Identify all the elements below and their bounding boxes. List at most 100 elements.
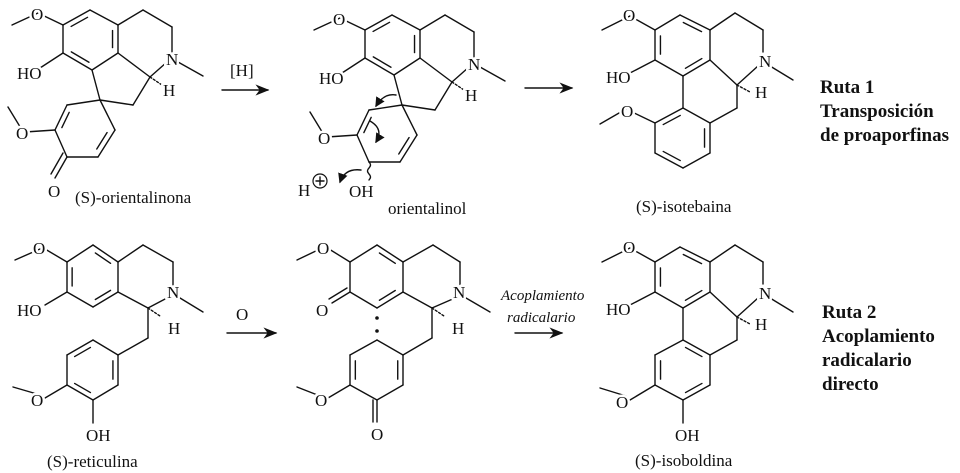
bond <box>117 337 149 356</box>
bond <box>89 9 119 26</box>
bond <box>364 14 393 31</box>
bond <box>96 131 108 150</box>
atom-o: O <box>33 239 45 258</box>
bond <box>599 387 627 397</box>
bond <box>376 291 404 309</box>
atom-o: O <box>616 393 628 412</box>
atom-o: O <box>333 10 345 29</box>
atom-n: N <box>166 50 178 69</box>
reagent-coupling-line1: Acoplamiento <box>500 288 585 304</box>
bond <box>149 61 168 78</box>
atom-h: H <box>755 315 767 334</box>
bond <box>309 111 325 136</box>
bond <box>465 297 491 313</box>
bond <box>363 116 372 134</box>
bond <box>117 291 149 309</box>
route-1-line: de proaporfinas <box>820 125 949 146</box>
compound-name-isotebaina: (S)-isotebaina <box>636 197 732 216</box>
bond <box>662 114 681 126</box>
bond <box>147 297 168 309</box>
atom-n: N <box>759 284 771 303</box>
compound-name-orientalinona: (S)-orientalinona <box>75 188 192 207</box>
atom-n: N <box>167 283 179 302</box>
reagent-coupling-line2: radicalario <box>507 310 576 326</box>
bond <box>684 346 703 358</box>
atom-o: O <box>16 124 28 143</box>
bond <box>378 252 396 265</box>
bond <box>629 15 656 31</box>
atom-h: H <box>465 86 477 105</box>
bond <box>601 247 631 263</box>
bond <box>684 57 703 69</box>
bond <box>601 15 631 31</box>
bond <box>50 152 64 175</box>
bond <box>709 291 738 318</box>
bond <box>349 384 378 401</box>
bond <box>66 384 94 401</box>
compound-name-reticulina: (S)-reticulina <box>47 452 138 471</box>
bond <box>682 21 703 33</box>
bond <box>327 384 351 399</box>
bond <box>401 104 436 111</box>
bond <box>39 52 64 69</box>
bond <box>682 59 711 77</box>
bond <box>349 244 378 263</box>
bond <box>61 111 70 129</box>
atom-o: O <box>317 239 329 258</box>
bond <box>682 384 711 401</box>
bond <box>736 297 759 318</box>
bond <box>709 59 738 86</box>
bond <box>734 12 764 31</box>
bond <box>682 253 703 265</box>
bond <box>177 61 204 77</box>
atom-h-proton: H <box>298 181 310 200</box>
bond <box>402 291 433 309</box>
bond <box>364 57 395 76</box>
bond <box>356 109 370 136</box>
bond <box>313 17 341 31</box>
bond <box>94 289 112 301</box>
route-1-line: Transposición <box>820 101 934 122</box>
bond <box>24 129 56 133</box>
bond <box>682 152 711 169</box>
bond <box>296 386 321 397</box>
bond <box>736 316 751 325</box>
atom-oh: OH <box>349 182 374 201</box>
atom-h: H <box>452 319 464 338</box>
atom-o: O <box>31 5 43 24</box>
atom-o: O <box>623 6 635 25</box>
bond <box>117 52 151 78</box>
bond <box>709 244 736 263</box>
bond <box>398 136 410 155</box>
atom-o: O <box>621 102 633 121</box>
bond <box>66 244 94 263</box>
bond <box>54 104 68 131</box>
bond <box>709 107 738 124</box>
bond <box>37 12 64 26</box>
bond <box>444 14 475 33</box>
bond <box>92 339 119 356</box>
bond <box>328 287 348 300</box>
route-2-line: directo <box>822 374 879 395</box>
atom-o: O <box>318 129 330 148</box>
bond <box>54 129 68 158</box>
bond <box>432 244 461 263</box>
bond <box>372 21 391 33</box>
route-2-title: Ruta 2 <box>822 302 876 323</box>
bond <box>92 244 119 263</box>
bond <box>11 12 39 26</box>
bond <box>91 52 119 71</box>
bond <box>179 297 204 313</box>
bond <box>654 59 684 77</box>
bond <box>399 134 418 163</box>
bond <box>682 291 711 309</box>
reagent-oxidation: O <box>236 305 248 324</box>
bond <box>92 291 119 308</box>
bond <box>326 134 358 138</box>
bond <box>391 14 421 31</box>
bond <box>296 248 321 261</box>
bond <box>372 56 392 68</box>
bond <box>99 99 116 131</box>
